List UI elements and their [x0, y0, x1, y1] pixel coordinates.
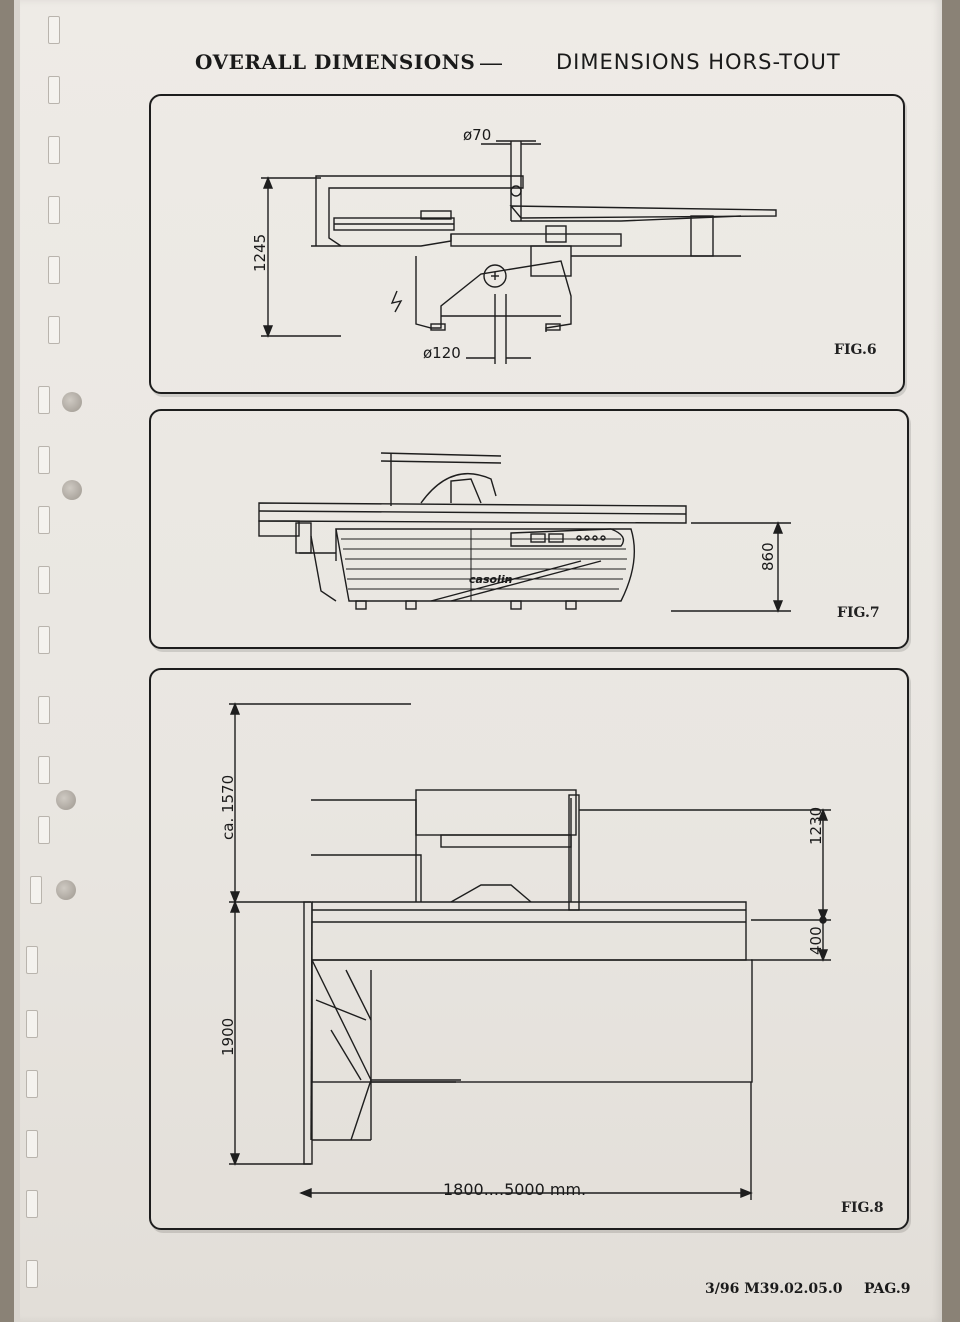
binder-hole: [48, 316, 60, 344]
fig6-top-diameter: ø70: [463, 126, 491, 144]
binder-hole: [48, 256, 60, 284]
fig8-right-lower: 400: [807, 926, 825, 955]
figure-7-drawing: casolin 860: [258, 452, 791, 613]
binder-hole: [38, 506, 50, 534]
title-english: OVERALL DIMENSIONS: [195, 50, 476, 74]
binder-hole: [38, 696, 50, 724]
binder-hole: [26, 1260, 38, 1288]
binder-hole: [26, 1130, 38, 1158]
fig8-bottom-width: 1800....5000 mm.: [443, 1180, 586, 1199]
binder-hole: [26, 946, 38, 974]
figure-6-drawing: ø70 1245 ø120: [251, 126, 777, 364]
binder-hole: [48, 76, 60, 104]
punch-hole: [62, 392, 82, 412]
binder-hole: [38, 756, 50, 784]
figure-8-panel: ca. 1570 1900 1230 400 1800....5000 mm. …: [149, 668, 909, 1230]
fig8-label: FIG.8: [841, 1200, 884, 1216]
punch-hole: [62, 480, 82, 500]
binder-hole: [48, 16, 60, 44]
manual-page: [18, 0, 942, 1322]
document-code: 3/96 M39.02.05.0: [705, 1281, 843, 1297]
punch-hole: [56, 880, 76, 900]
fig7-brand: casolin: [469, 573, 513, 586]
binder-hole: [38, 386, 50, 414]
title-separator: —: [480, 50, 503, 75]
punch-hole: [56, 790, 76, 810]
binder-hole: [30, 876, 42, 904]
fig8-right-upper: 1230: [807, 807, 825, 845]
binder-hole: [48, 196, 60, 224]
fig8-left-upper: ca. 1570: [219, 775, 237, 840]
title-french: DIMENSIONS HORS-TOUT: [556, 50, 841, 74]
fig6-height: 1245: [251, 234, 269, 272]
figure-8-drawing: ca. 1570 1900 1230 400 1800....5000 mm.: [219, 702, 831, 1200]
binder-hole: [38, 626, 50, 654]
binder-hole: [38, 816, 50, 844]
fig6-bottom-diameter: ø120: [423, 344, 461, 362]
fig7-height: 860: [759, 542, 777, 571]
fig6-label: FIG.6: [834, 342, 877, 358]
figure-7-panel: casolin 860 FIG.7: [149, 409, 909, 649]
fig8-left-lower: 1900: [219, 1018, 237, 1056]
page-number: PAG.9: [864, 1281, 911, 1297]
binder-hole: [26, 1070, 38, 1098]
binder-hole: [26, 1010, 38, 1038]
fig7-label: FIG.7: [837, 605, 880, 621]
binder-hole: [48, 136, 60, 164]
binder-hole: [26, 1190, 38, 1218]
binder-hole: [38, 446, 50, 474]
figure-6-panel: ø70 1245 ø120 FIG.6: [149, 94, 905, 394]
page-stack-edge: [14, 0, 20, 1322]
binder-hole: [38, 566, 50, 594]
